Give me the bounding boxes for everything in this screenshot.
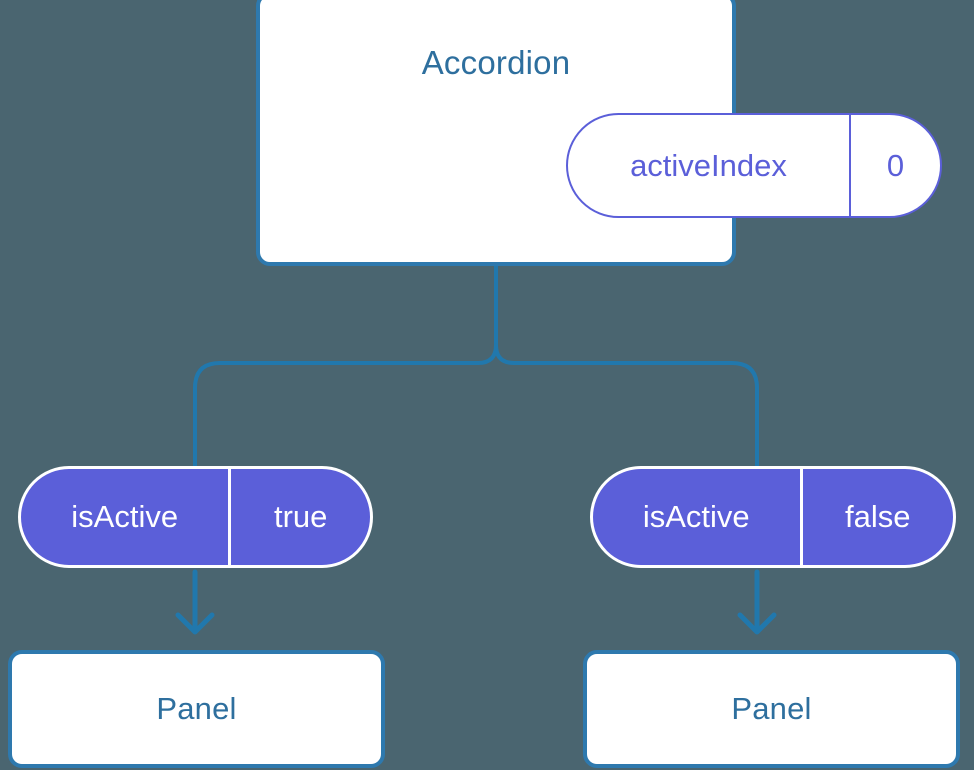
connector-split-left (193, 343, 498, 468)
arrow-down-right (737, 569, 777, 635)
arrow-down-left (175, 569, 215, 635)
panel-component-card-left[interactable]: Panel (8, 650, 385, 768)
accordion-title: Accordion (421, 44, 571, 81)
prop-pill-is-active-true[interactable]: isActive true (18, 466, 373, 568)
state-pill-active-index[interactable]: activeIndex 0 (566, 113, 942, 218)
panel-component-card-right[interactable]: Panel (583, 650, 960, 768)
panel-title: Panel (731, 691, 812, 726)
state-pill-key: activeIndex (630, 147, 787, 183)
accordion-component-card[interactable]: Accordion activeIndex 0 (256, 0, 942, 266)
connector-trunk-and-split (494, 264, 759, 468)
panel-title: Panel (156, 691, 237, 726)
state-pill-value: 0 (848, 115, 940, 216)
prop-pill-is-active-false[interactable]: isActive false (590, 466, 956, 568)
prop-pill-value: true (228, 469, 370, 565)
prop-pill-key: isActive (71, 499, 179, 534)
prop-pill-key: isActive (642, 499, 750, 534)
prop-pill-value: false (799, 469, 953, 565)
